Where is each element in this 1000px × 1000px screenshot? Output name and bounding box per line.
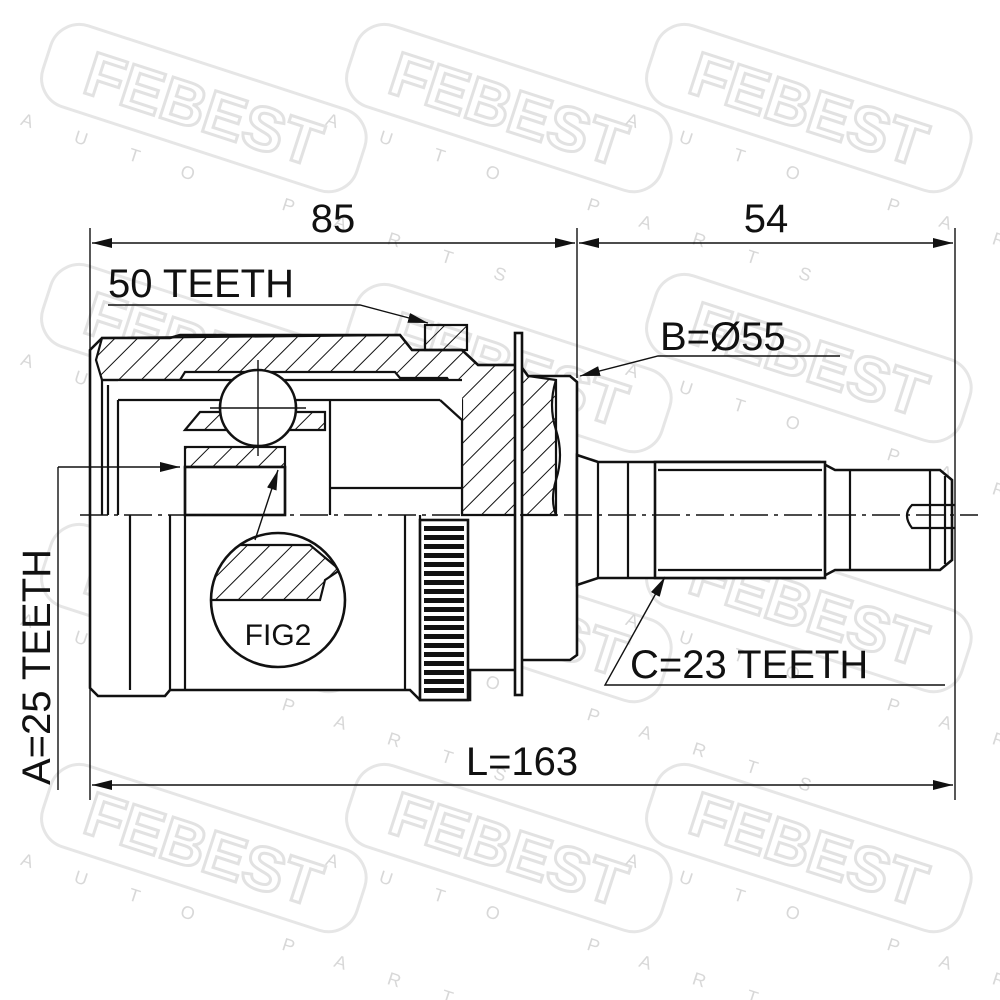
abs-tooth [424,670,464,675]
diameter-label: B=Ø55 [660,315,786,359]
inner-race [182,360,327,690]
abs-tooth [424,688,464,693]
abs-tooth [424,679,464,684]
outer-teeth-block [423,323,469,352]
abs-tooth [424,526,464,531]
watermark-2: FEBEST AUTO PARTS [324,23,856,299]
dim-54-label: 54 [744,197,789,241]
abs-tooth [424,643,464,648]
abs-tooth [424,553,464,558]
abs-tooth [424,589,464,594]
fig2-label: FIG2 [245,619,312,652]
leader-outer-teeth: 50 TEETH [108,262,429,324]
abs-tooth [424,625,464,630]
abs-tooth [424,571,464,576]
stub-shaft [575,453,955,587]
abs-tooth [424,598,464,603]
watermark-1: FEBEST AUTO PARTS [19,23,551,299]
dim-85-label: 85 [311,197,356,241]
outer-bell-housing [88,333,579,702]
watermark-3: FEBEST AUTO PARTS [624,23,1000,299]
abs-tooth [424,607,464,612]
extension-lines [57,228,956,800]
abs-tooth [424,634,464,639]
abs-tooth [424,661,464,666]
fig2-detail: FIG2 [209,469,347,669]
shaft-teeth-label: C=23 TEETH [630,643,868,687]
abs-tooth [424,580,464,585]
abs-tooth [424,616,464,621]
abs-tooth [424,652,464,657]
leader-diameter: B=Ø55 [579,315,840,377]
leader-shaft-teeth: C=23 TEETH [603,576,945,687]
abs-tooth [424,562,464,567]
dim-85: 85 [92,197,575,248]
abs-tooth [424,535,464,540]
dim-overall: L=163 [92,740,953,790]
inner-teeth-label: A=25 TEETH [15,549,59,785]
abs-tone-ring [418,518,470,702]
outer-teeth-label: 50 TEETH [108,262,294,306]
dim-54: 54 [579,197,953,248]
dim-overall-label: L=163 [466,740,578,784]
abs-tooth [424,544,464,549]
leader-inner-teeth: A=25 TEETH [15,462,180,785]
dust-shield [513,331,524,697]
